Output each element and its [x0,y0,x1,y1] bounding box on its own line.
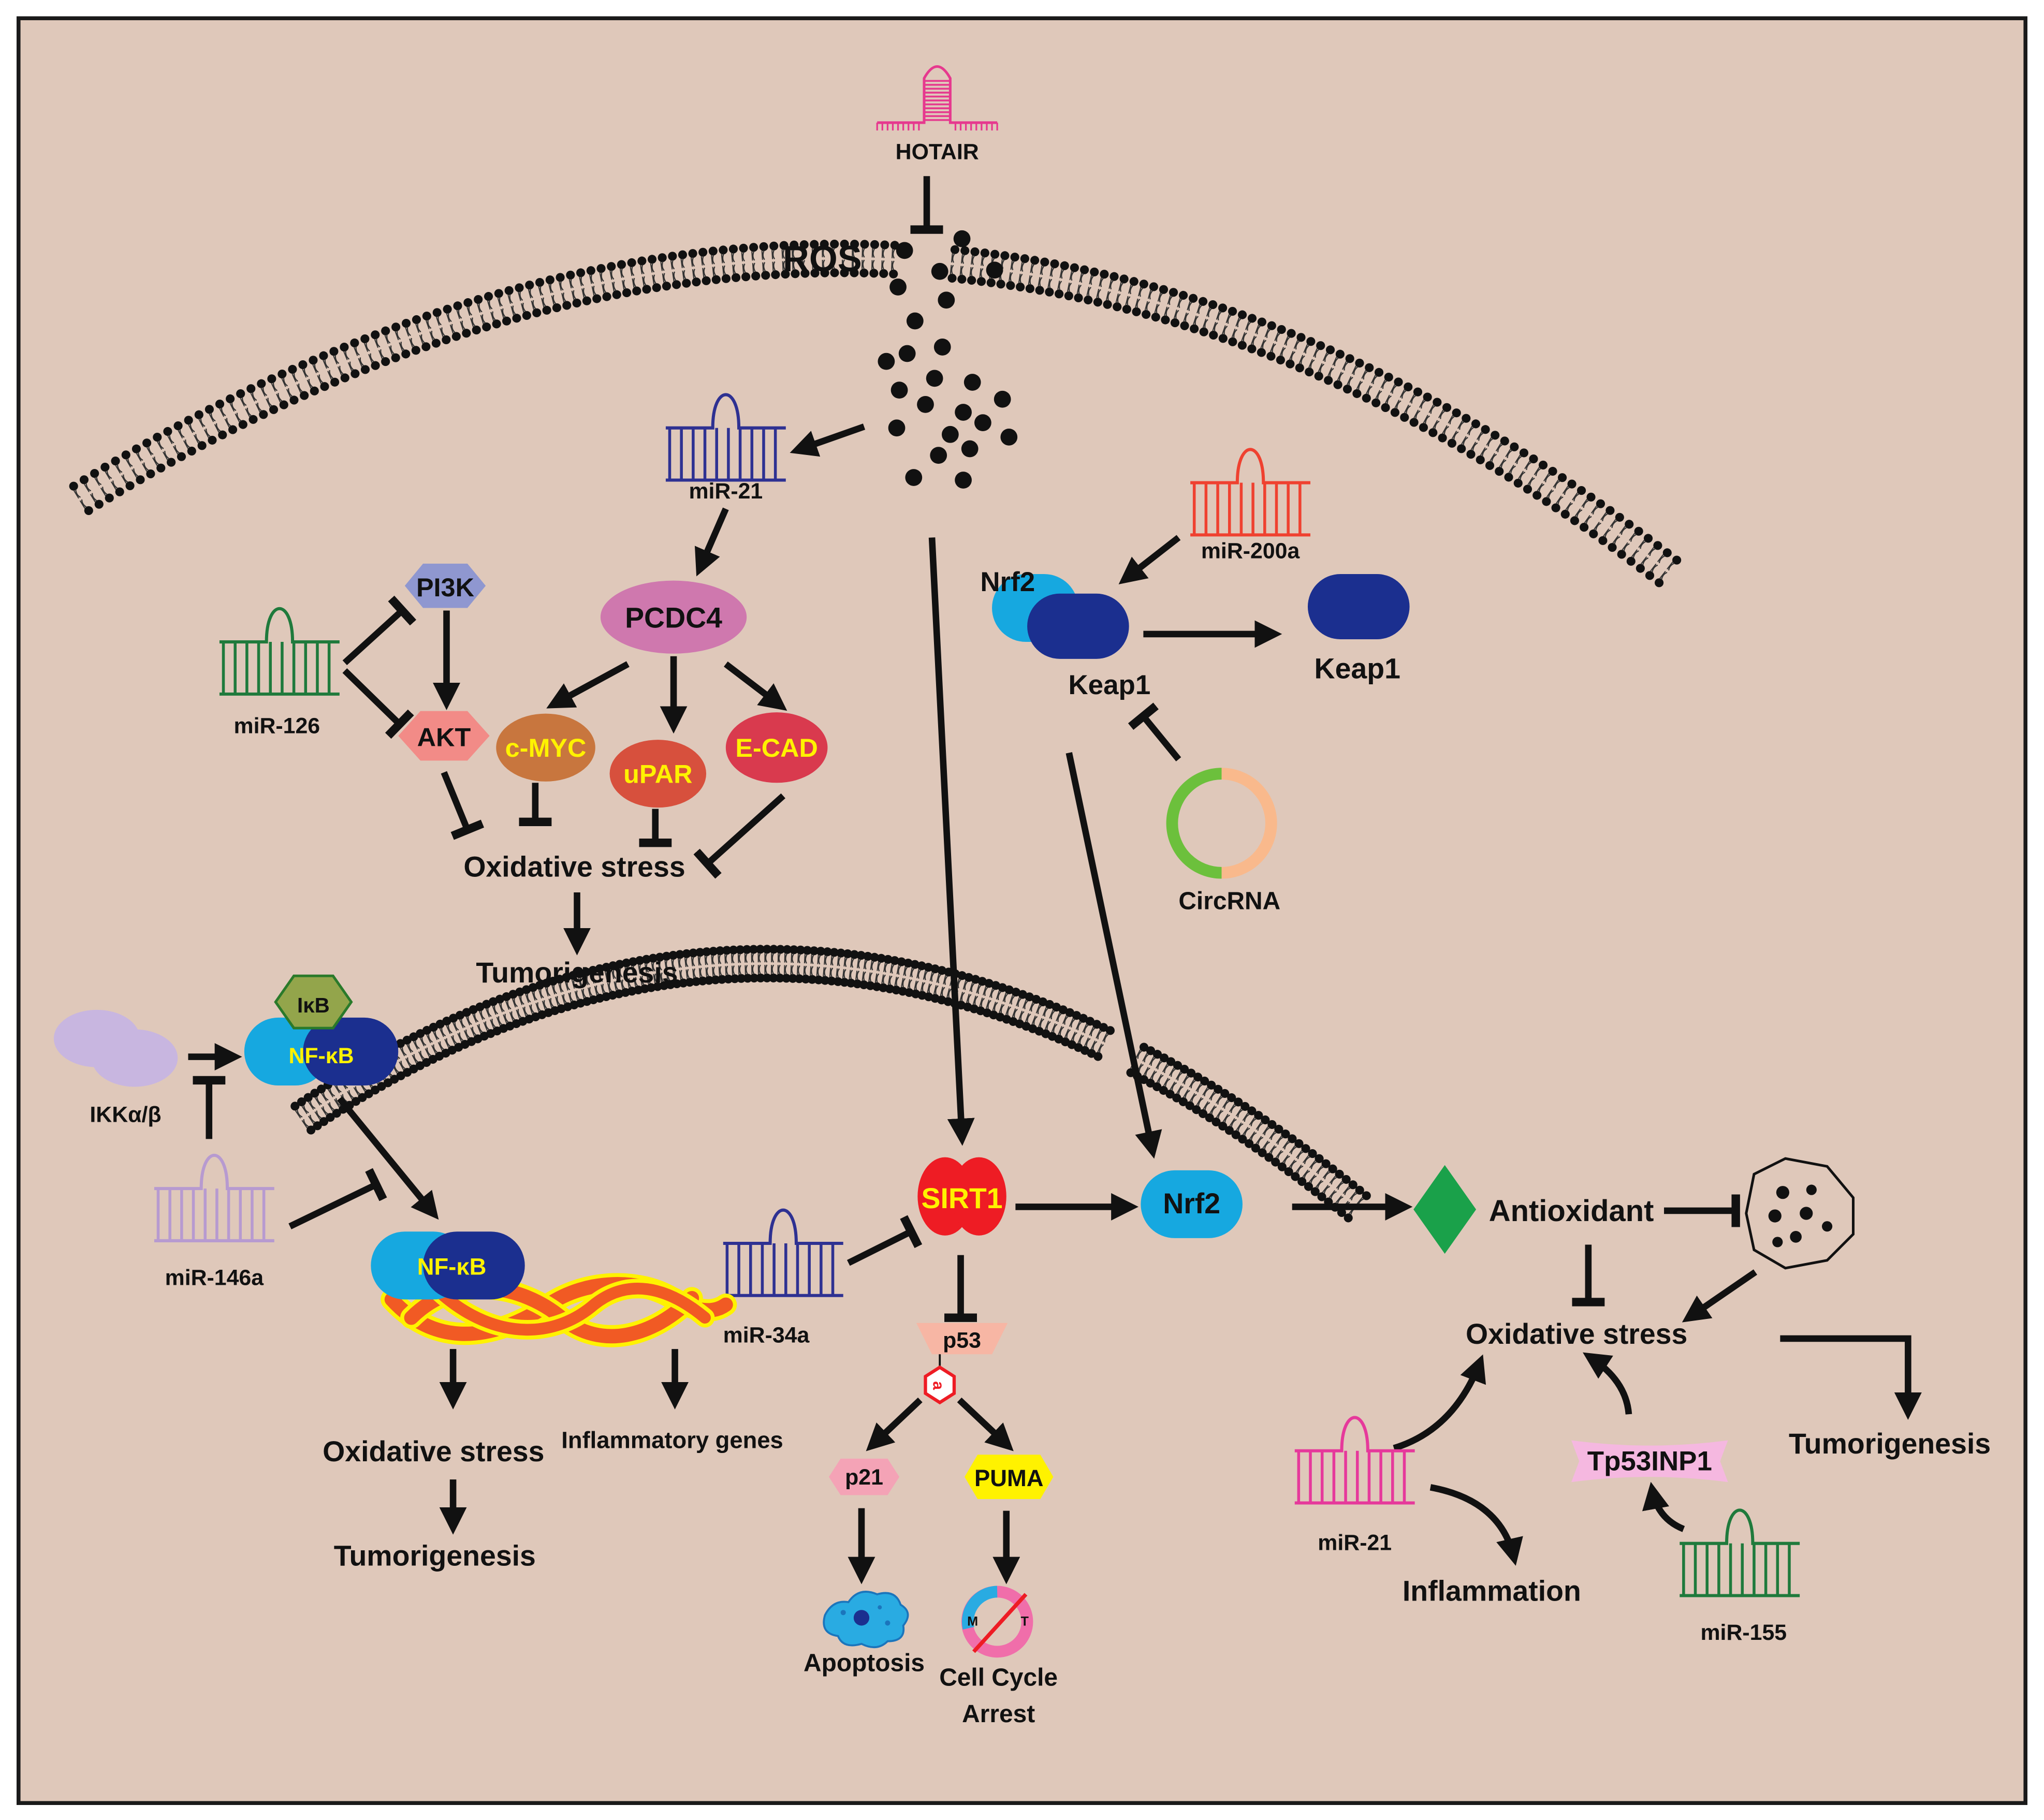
ecad-label: E-CAD [735,733,818,762]
pi3k-node: PI3K [404,563,486,608]
figure-frame [17,16,2027,1806]
pi3k-label: PI3K [416,573,474,602]
sirt1-node: SIRT1 [917,1157,1006,1236]
oxidative-stress-nfkb: Oxidative stress [323,1435,544,1467]
nrf2-complex-label: Nrf2 [980,567,1035,597]
pcdc4-label: PCDC4 [625,601,722,634]
mir21-top-label: miR-21 [689,479,763,504]
mir126-label: miR-126 [234,713,320,738]
mir155-label: miR-155 [1700,1620,1787,1645]
tumorigenesis-nfkb: Tumorigenesis [334,1540,536,1572]
nfkb-ikb-complex: IκB NF-κB [244,974,399,1085]
p53-label: p53 [943,1328,981,1353]
tp53inp1-node: Tp53INP1 [1571,1440,1728,1483]
upar-label: uPAR [623,759,692,788]
circrna-node: CircRNA [1166,768,1280,915]
hotair-label: HOTAIR [896,139,979,164]
cell-cycle-t: T [1020,1614,1029,1628]
upar-node: uPAR [609,740,707,808]
keap1-complex-label: Keap1 [1068,670,1150,700]
svg-text:a: a [930,1381,947,1390]
tumorigenesis-right: Tumorigenesis [1789,1428,1991,1460]
cmyc-node: c-MYC [496,713,595,782]
nrf2-nuclear-node: Nrf2 [1141,1170,1243,1238]
tp53inp1-label: Tp53INP1 [1587,1446,1712,1477]
cell-cycle-m: M [967,1614,978,1628]
ros-label: ROS [783,238,862,279]
keap1-free-label: Keap1 [1315,653,1400,685]
mir146a-label: miR-146a [165,1266,265,1290]
puma-node: PUMA [965,1455,1054,1499]
cell-cycle-label-2: Arrest [962,1700,1035,1728]
keap1-free: Keap1 [1307,574,1410,685]
cell-membrane [69,239,1682,588]
arrows [188,176,1922,1584]
puma-label: PUMA [974,1465,1044,1491]
inflammatory-genes: Inflammatory genes [561,1427,783,1454]
ecad-node: E-CAD [725,712,828,783]
rna-glyphs [154,65,1800,1597]
cell-cycle-label-1: Cell Cycle [939,1664,1058,1691]
circrna-label: CircRNA [1178,888,1280,915]
oxidative-stress-top: Oxidative stress [463,851,685,883]
cmyc-label: c-MYC [505,733,587,762]
inflammation-label: Inflammation [1403,1575,1581,1607]
mir200a-label: miR-200a [1201,539,1301,564]
akt-node: AKT [398,711,490,761]
nfkb-cyto-label: NF-κB [288,1044,354,1068]
p21-label: p21 [845,1465,883,1490]
sirt1-label: SIRT1 [922,1182,1003,1214]
apoptosis-cell-icon [823,1591,909,1649]
nrf2-nuclear-label: Nrf2 [1163,1187,1220,1220]
ikk-label: IKKα/β [90,1103,161,1127]
ikk-complex: IKKα/β [53,1009,178,1127]
ikb-label: IκB [297,993,330,1017]
pcdc4-node: PCDC4 [600,580,747,654]
p21-node: p21 [828,1458,900,1495]
tumorigenesis-top: Tumorigenesis [476,957,678,989]
mir21-right-label: miR-21 [1318,1530,1392,1555]
ros-dots [878,230,1018,489]
antioxidant-label: Antioxidant [1489,1195,1654,1228]
cell-cycle-icon: M T [961,1586,1033,1658]
mir34a-label: miR-34a [723,1323,810,1348]
akt-label: AKT [417,723,471,752]
oxidative-stress-right: Oxidative stress [1466,1318,1687,1350]
ros-vesicle-icon [1745,1157,1855,1270]
nfkb-nuclear: NF-κB [371,1231,525,1300]
nfkb-nuclear-label: NF-κB [417,1253,487,1280]
p53-node: p53 a [916,1323,1008,1405]
apoptosis-label: Apoptosis [804,1650,925,1677]
nrf2-keap1-complex: Nrf2 Keap1 [980,567,1150,700]
